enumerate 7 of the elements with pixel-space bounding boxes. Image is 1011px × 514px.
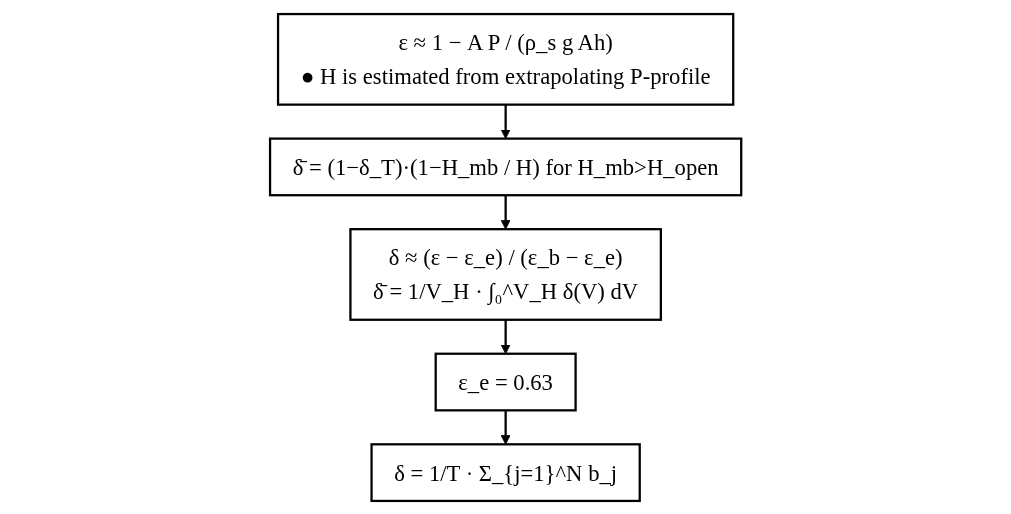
arrow bbox=[500, 319, 511, 354]
node-box: ε_e = 0.63 bbox=[434, 352, 577, 411]
node-box: ε ≈ 1 − A P / (ρ_s g Ah) ● H is estimated from extrapolating P-profile bbox=[276, 12, 735, 106]
arrow bbox=[500, 104, 511, 139]
node-box: δ ≈ (ε − ε_e) / (ε_b − ε_e) δ̄ = 1/V_H · ∫₀^V_H δ(V) dV bbox=[349, 227, 662, 321]
node-box: δ̄ = (1−δ_T)·(1−H_mb / H) for H_mb>H_open bbox=[268, 137, 743, 196]
node-box: δ = 1/T · Σ_{j=1}^N b_j bbox=[370, 442, 641, 502]
